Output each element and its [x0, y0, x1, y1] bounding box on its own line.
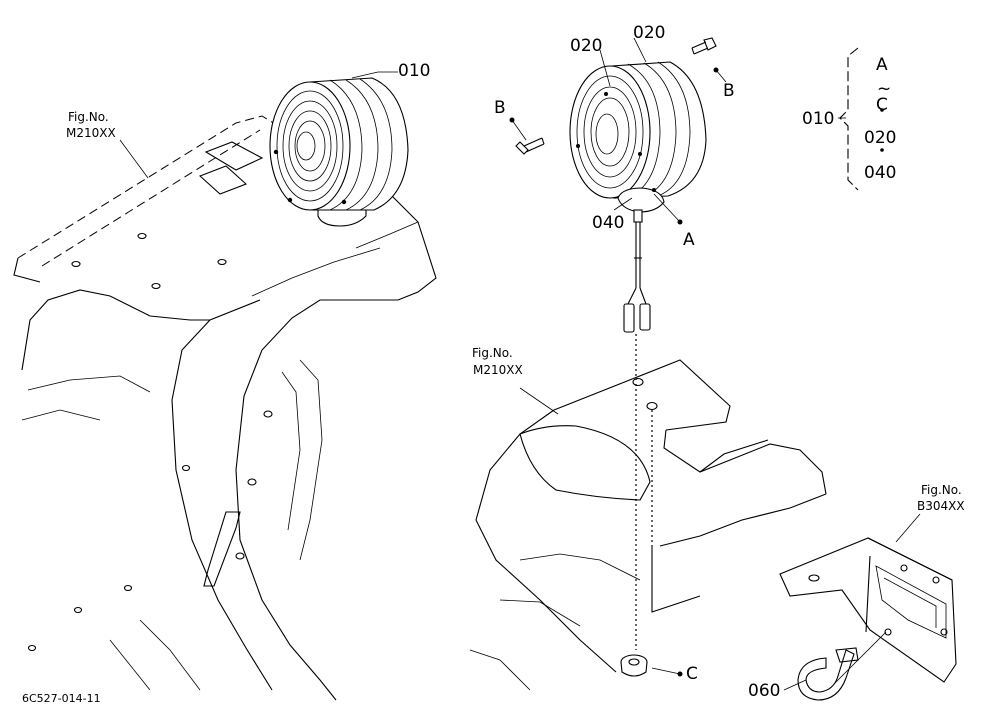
center-frame-holes: [632, 377, 658, 411]
mounting-guide-lines: [635, 334, 653, 650]
legend-bottom: 040: [864, 163, 896, 183]
leader-dots: [509, 67, 719, 677]
left-frame-outline: [13, 115, 437, 701]
screw-right: [691, 37, 717, 55]
legend-tilde: ~: [877, 79, 891, 99]
callout-020-first: 020: [570, 36, 602, 56]
callout-b-right: B: [723, 81, 735, 101]
fig-ref-center-code: M210XX: [473, 363, 523, 377]
callout-010-left: 010: [398, 61, 430, 81]
legend-second: C: [876, 95, 888, 115]
hose-clamp: [797, 647, 859, 701]
fig-ref-left-code: M210XX: [66, 126, 116, 140]
nut-c: [620, 654, 648, 677]
legend-third: 020: [864, 128, 896, 148]
center-work-lamp: [569, 61, 707, 333]
fig-ref-left-label: Fig.No.: [68, 110, 109, 124]
callout-020-second: 020: [633, 23, 665, 43]
callout-040: 040: [592, 213, 624, 233]
legend-part: 010: [802, 109, 834, 129]
legend-brace: [838, 47, 884, 191]
center-frame-outline: [469, 359, 827, 691]
screw-left: [515, 137, 545, 155]
callout-b-left: B: [494, 98, 506, 118]
fig-ref-center-label: Fig.No.: [472, 346, 513, 360]
legend-top: A: [876, 55, 888, 75]
left-frame-holes: [27, 232, 273, 652]
fig-ref-right-code: B304XX: [917, 499, 965, 513]
callout-060: 060: [748, 681, 780, 701]
callout-a: A: [683, 230, 695, 250]
callout-c: C: [686, 664, 698, 684]
leader-lines: [119, 37, 921, 691]
fig-ref-right-label: Fig.No.: [921, 483, 962, 497]
left-work-lamp: [269, 77, 409, 227]
drawing-code: 6C527-014-11: [22, 692, 101, 705]
right-bracket: [779, 537, 957, 683]
